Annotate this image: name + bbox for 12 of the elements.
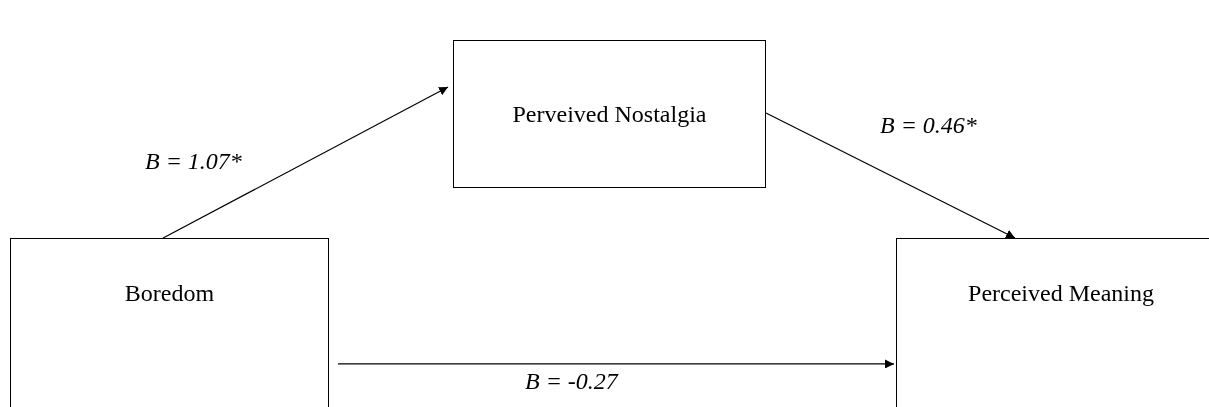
edge-label: B = -0.27: [525, 368, 618, 395]
arrow: [162, 86, 449, 239]
variable-box: [896, 238, 1209, 407]
arrow: [765, 112, 1016, 239]
edge-label: B = 0.46*: [880, 112, 977, 139]
variable-box: [453, 40, 766, 188]
variable-name: Perceived Meaning: [968, 279, 1154, 307]
variable-box: [10, 238, 329, 407]
arrow: [337, 359, 895, 369]
variable-name: Perveived Nostalgia: [512, 100, 707, 128]
edge-label: B = 1.07*: [145, 148, 242, 175]
variable-name: Boredom: [124, 279, 215, 307]
